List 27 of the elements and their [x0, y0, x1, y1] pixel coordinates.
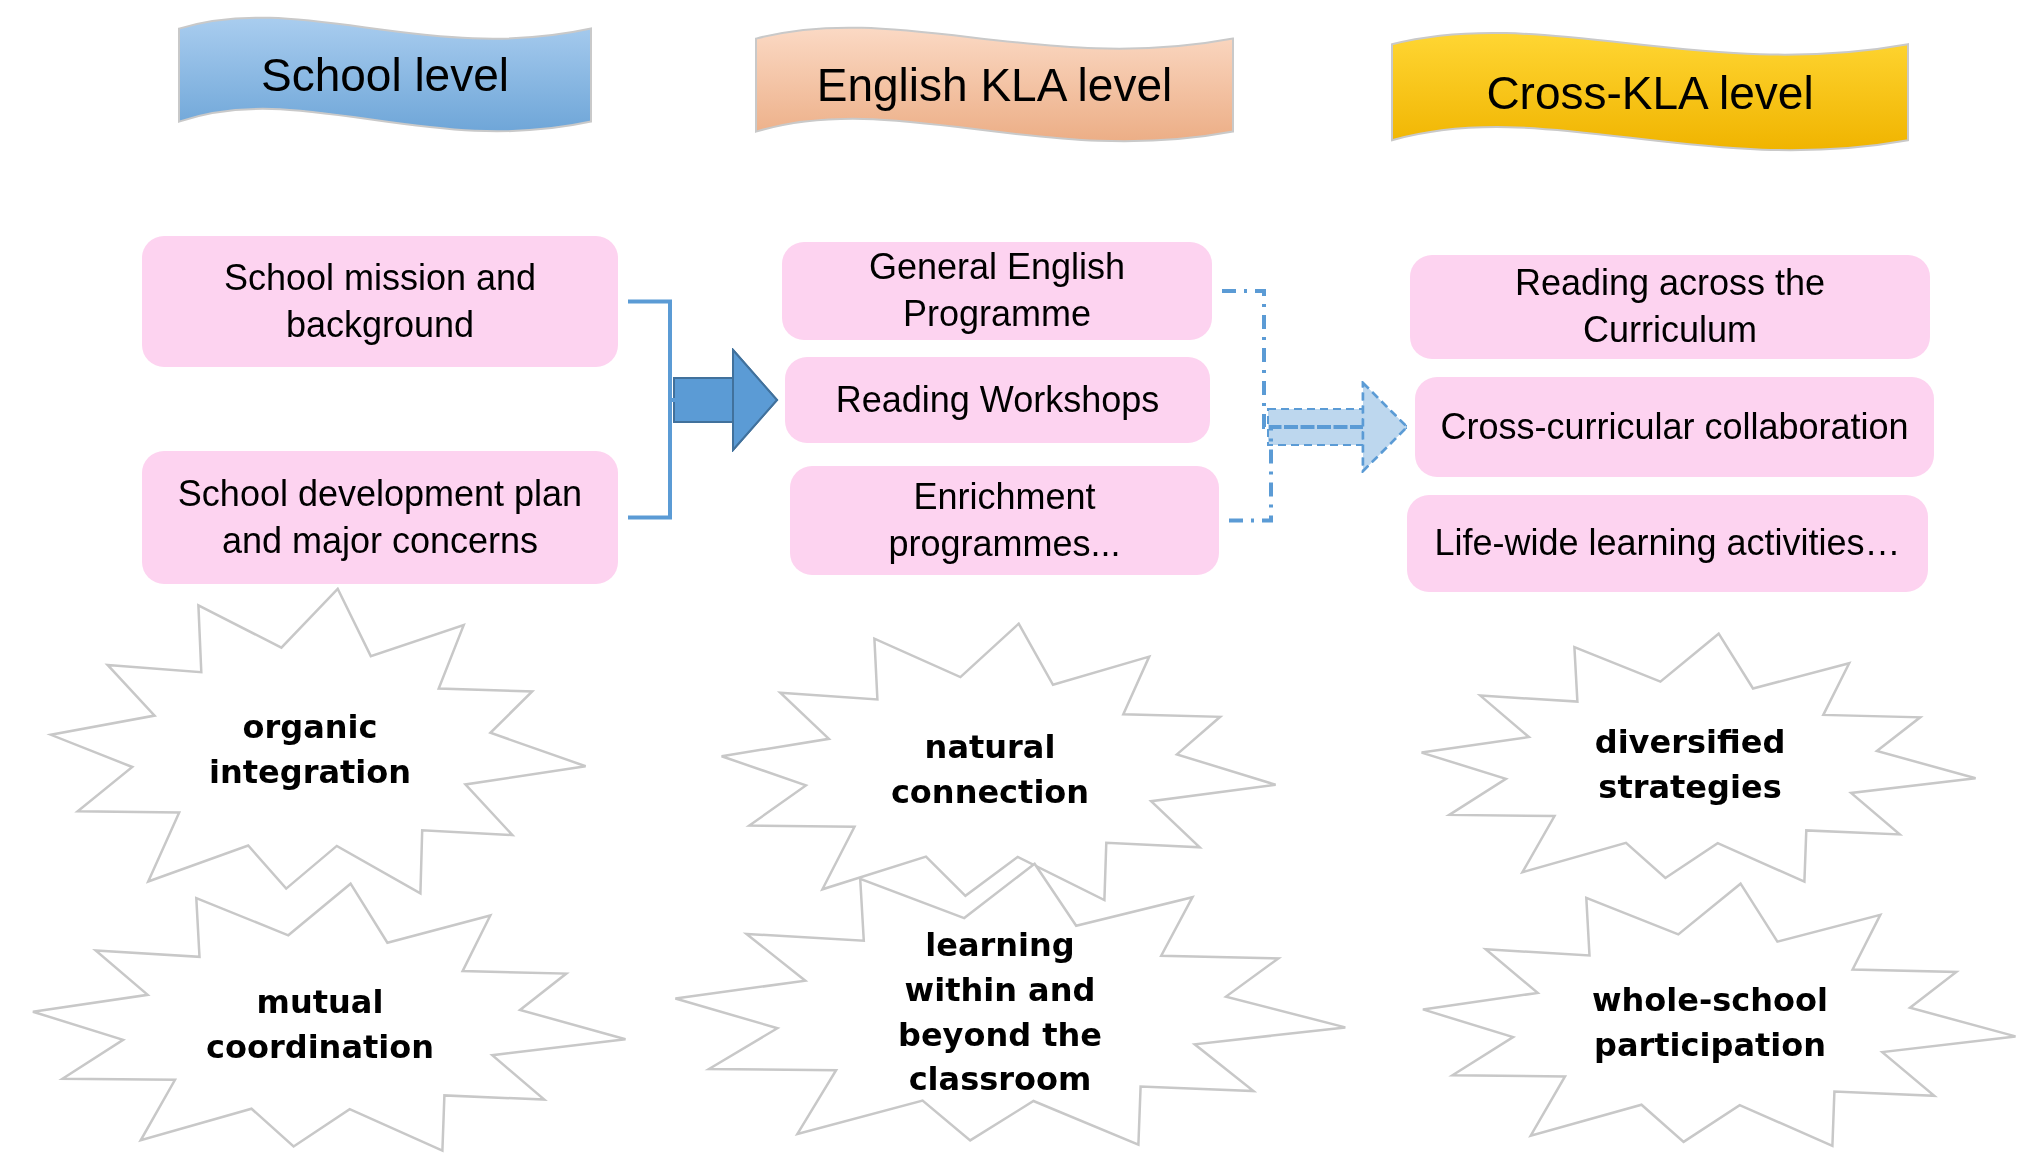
- box-text: Life-wide learning activities…: [1434, 521, 1901, 566]
- starburst-text: mutual coordination: [205, 982, 435, 1068]
- starburst-text: organic integration: [207, 707, 413, 793]
- rounded-box: [785, 357, 1210, 443]
- starburst-text: whole-school participation: [1591, 979, 1829, 1066]
- box-text: School mission and background: [222, 255, 538, 347]
- starburst-text: diversified strategies: [1593, 722, 1787, 808]
- box-text: Reading across the Curriculum: [1513, 261, 1827, 352]
- starburst-text: natural connection: [889, 727, 1091, 813]
- starburst-text: learning within and beyond the classroom: [896, 924, 1104, 1101]
- bracket-arrow: [628, 349, 778, 520]
- box-text: Enrichment programmes...: [887, 474, 1122, 566]
- banner-title: School level: [260, 48, 509, 103]
- rounded-box: [142, 451, 618, 584]
- box-text: General English Programme: [867, 245, 1127, 336]
- box-text: Reading Workshops: [835, 377, 1160, 422]
- rounded-box: [142, 236, 618, 367]
- dashed-bracket-arrow: [1229, 381, 1409, 523]
- rounded-box: [790, 466, 1219, 575]
- banner-title: English KLA level: [816, 58, 1173, 113]
- rounded-box: [1410, 255, 1930, 359]
- box-text: Cross-curricular collaboration: [1440, 404, 1909, 449]
- rounded-box: [1415, 377, 1934, 477]
- box-text: School development plan and major concerns: [176, 471, 584, 563]
- rounded-box: [782, 242, 1212, 340]
- banner-title: Cross-KLA level: [1486, 65, 1814, 121]
- rounded-box: [1407, 495, 1928, 592]
